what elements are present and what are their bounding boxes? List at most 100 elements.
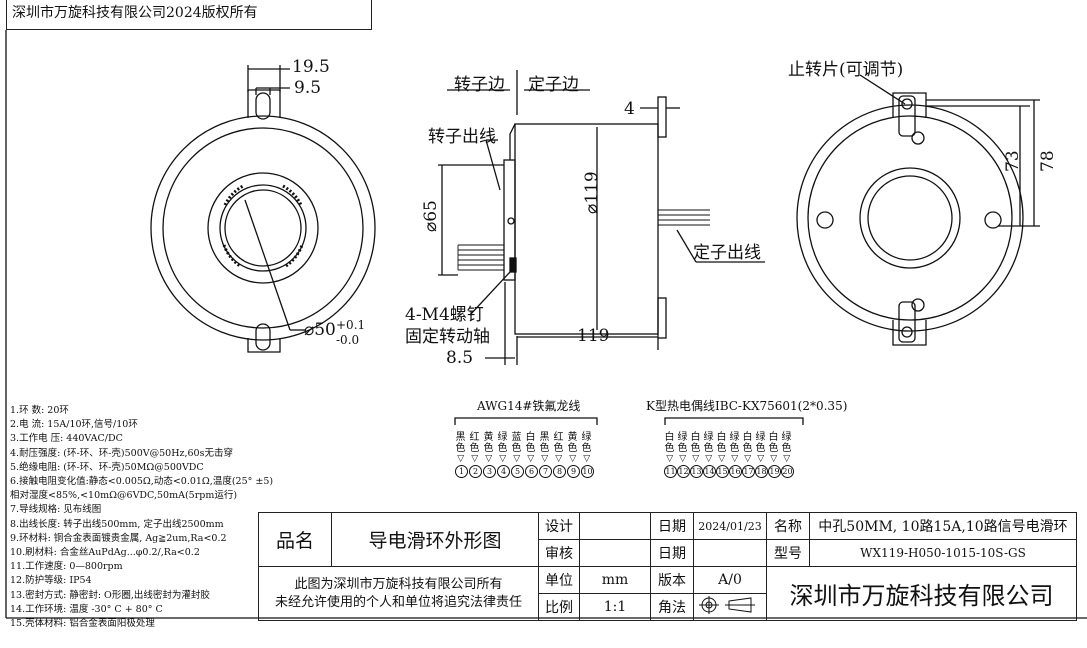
dia-65: ⌀65 xyxy=(421,200,441,232)
projection-symbol xyxy=(693,593,767,621)
ratio-value: 1:1 xyxy=(579,593,651,621)
dim-78: 78 xyxy=(1038,150,1058,172)
wire-arrow-icon: ▽ xyxy=(705,454,713,464)
copyright-text: 深圳市万旋科技有限公司2024版权所有 xyxy=(12,5,258,21)
title-label: 名称 xyxy=(766,512,810,540)
wire-15: 白色▽15 xyxy=(716,432,729,478)
wire-number: 12 xyxy=(677,465,690,478)
wire-number: 4 xyxy=(497,465,510,478)
wire-number: 9 xyxy=(567,465,580,478)
wire-4: 绿色▽4 xyxy=(497,432,510,478)
wire-number: 14 xyxy=(703,465,716,478)
angle-label: 角法 xyxy=(650,593,694,621)
wire-arrow-icon: ▽ xyxy=(485,454,493,464)
model-value: WX119-H050-1015-10S-GS xyxy=(809,539,1077,567)
name-label: 品名 xyxy=(258,512,332,567)
bore-tol-plus: +0.1 xyxy=(336,318,366,332)
spec-item: 11.工作速度: 0—800rpm xyxy=(10,561,123,573)
wire-color: 绿色 xyxy=(581,432,592,454)
wire-color: 蓝色 xyxy=(511,432,522,454)
wire-arrow-icon: ▽ xyxy=(583,454,591,464)
wire-color: 绿色 xyxy=(781,432,792,454)
spec-item: 1.环 数: 20环 xyxy=(10,405,69,416)
wire-arrow-icon: ▽ xyxy=(770,454,778,464)
version-value: A/0 xyxy=(693,566,767,594)
wire-8: 红色▽8 xyxy=(553,432,566,478)
wire-number: 19 xyxy=(768,465,781,478)
dim-73: 73 xyxy=(1003,150,1023,172)
wire-arrow-icon: ▽ xyxy=(731,454,739,464)
spec-item: 7.导线规格: 见布线图 xyxy=(10,504,102,516)
ownership-line-1: 此图为深圳市万旋科技有限公司所有 xyxy=(294,576,503,592)
spec-item: 4.耐压强度: (环-环、环-壳)500V@50Hz,60s无击穿 xyxy=(10,447,233,459)
spec-item: 2.电 流: 15A/10环,信号/10环 xyxy=(10,419,138,431)
stator-outlet-label: 定子出线 xyxy=(693,243,761,263)
spec-item: 5.绝缘电阻: (环-环、环-壳)50MΩ@500VDC xyxy=(10,461,204,473)
spec-item: 13.密封方式: 静密封: O形圈,出线密封为灌封胶 xyxy=(10,589,210,601)
wire-arrow-icon: ▽ xyxy=(513,454,521,464)
rotor-outlet-label: 转子出线 xyxy=(428,127,496,147)
fix-shaft-label: 固定转动轴 xyxy=(405,327,490,347)
date2-value xyxy=(693,539,767,567)
wire-17: 白色▽17 xyxy=(742,432,755,478)
dim-8-5: 8.5 xyxy=(446,348,474,368)
spec-item: 9.环材料: 铜合金表面镀贵金属, Ag≧2um,Ra<0.2 xyxy=(10,532,227,544)
wire-number: 3 xyxy=(483,465,496,478)
wire-6: 白色▽6 xyxy=(525,432,538,478)
wire-9: 黄色▽9 xyxy=(567,432,580,478)
wire-13: 白色▽13 xyxy=(690,432,703,478)
wire-7: 黑色▽7 xyxy=(539,432,552,478)
wire-19: 白色▽19 xyxy=(768,432,781,478)
wire-arrow-icon: ▽ xyxy=(555,454,563,464)
wire-color: 白色 xyxy=(664,432,675,454)
copyright-box xyxy=(6,0,372,30)
wire-color: 红色 xyxy=(469,432,480,454)
wire-number: 18 xyxy=(755,465,768,478)
company-name: 深圳市万旋科技有限公司 xyxy=(766,566,1077,621)
wire-color: 红色 xyxy=(553,432,564,454)
wire-arrow-icon: ▽ xyxy=(457,454,465,464)
wire-arrow-icon: ▽ xyxy=(527,454,535,464)
ownership-note: 此图为深圳市万旋科技有限公司所有 未经允许使用的个人和单位将追究法律责任 xyxy=(258,566,539,621)
wire-arrow-icon: ▽ xyxy=(718,454,726,464)
wire-color: 白色 xyxy=(716,432,727,454)
wire-number: 6 xyxy=(525,465,538,478)
wire-color: 白色 xyxy=(768,432,779,454)
title-block: 品名 导电滑环外形图 设计 日期 2024/01/23 名称 中孔50MM, 1… xyxy=(258,512,1077,621)
wire-arrow-icon: ▽ xyxy=(744,454,752,464)
spec-item: 14.工作环境: 温度 -30° C + 80° C xyxy=(10,603,163,615)
stopper-label: 止转片(可调节) xyxy=(788,60,904,80)
wire-arrow-icon: ▽ xyxy=(569,454,577,464)
wire-number: 17 xyxy=(742,465,755,478)
review-label: 审核 xyxy=(538,539,580,567)
wire-10: 绿色▽10 xyxy=(581,432,594,478)
wire-number: 2 xyxy=(469,465,482,478)
wire-12: 绿色▽12 xyxy=(677,432,690,478)
wire-color: 黄色 xyxy=(483,432,494,454)
name-value: 导电滑环外形图 xyxy=(331,512,539,567)
wire-5: 蓝色▽5 xyxy=(511,432,524,478)
wire-14: 绿色▽14 xyxy=(703,432,716,478)
spec-item: 相对湿度<85%,<10mΩ@6VDC,50mA(5rpm运行) xyxy=(10,490,238,502)
k-title: K型热电偶线IBC-KX75601(2*0.35) xyxy=(646,399,848,413)
side-view xyxy=(438,70,765,365)
wire-number: 11 xyxy=(664,465,677,478)
wire-number: 20 xyxy=(781,465,794,478)
wire-color: 黄色 xyxy=(567,432,578,454)
wire-color: 绿色 xyxy=(497,432,508,454)
spec-item: 6.接触电阻变化值:静态<0.005Ω,动态<0.01Ω,温度(25° ±5) xyxy=(10,476,274,488)
wire-number: 8 xyxy=(553,465,566,478)
wire-color: 绿色 xyxy=(729,432,740,454)
spec-item: 12.防护等级: IP54 xyxy=(10,575,92,587)
wire-arrow-icon: ▽ xyxy=(679,454,687,464)
wire-1: 黑色▽1 xyxy=(455,432,468,478)
ratio-label: 比例 xyxy=(538,593,580,621)
projection-icon xyxy=(699,596,755,614)
wire-arrow-icon: ▽ xyxy=(783,454,791,464)
unit-value: mm xyxy=(579,566,651,594)
dim-4: 4 xyxy=(624,99,635,119)
title-value: 中孔50MM, 10路15A,10路信号电滑环 xyxy=(809,512,1077,540)
